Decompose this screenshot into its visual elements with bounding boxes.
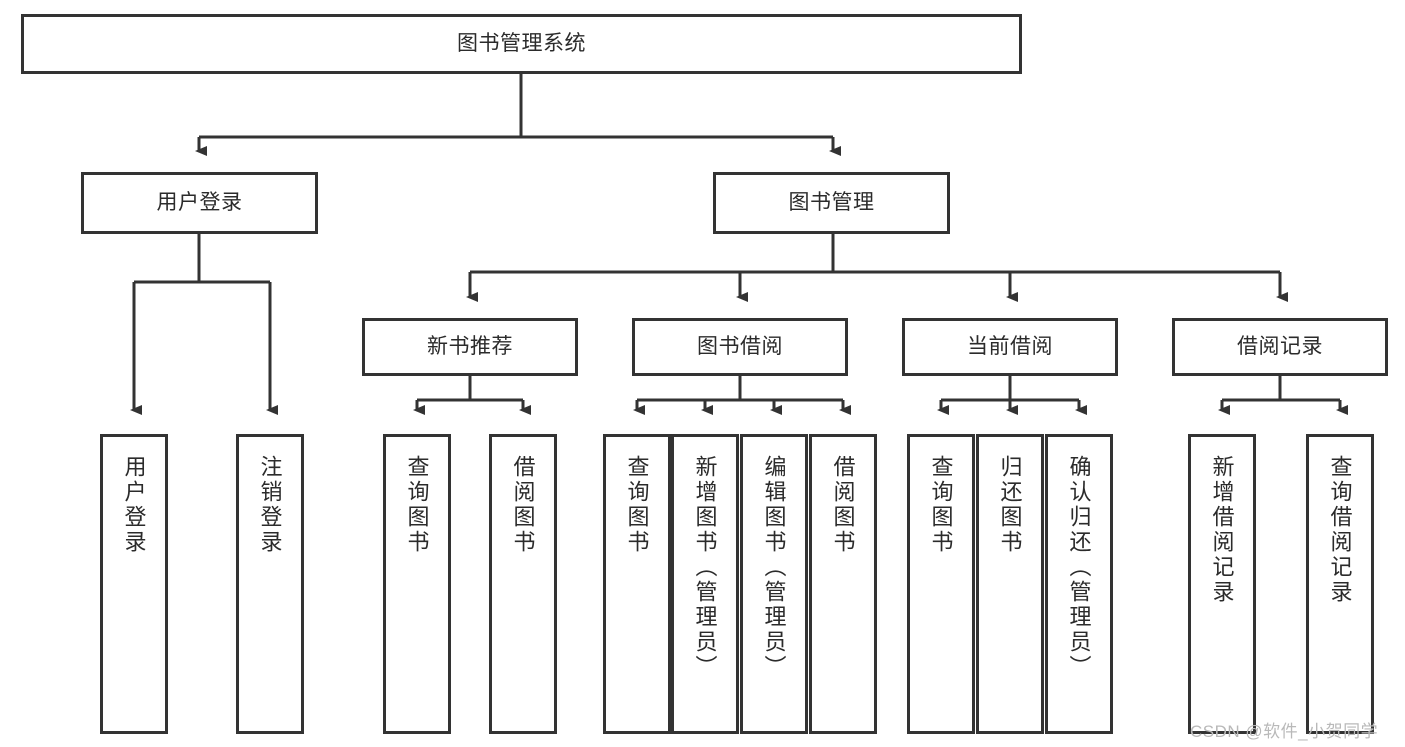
node-new-book-recommend[interactable]: 新书推荐 bbox=[362, 318, 578, 376]
leaf-label: 编辑图书（管理员） bbox=[761, 455, 787, 680]
node-new-book-recommend-label: 新书推荐 bbox=[427, 334, 513, 358]
node-root[interactable]: 图书管理系统 bbox=[21, 14, 1022, 74]
leaf-label: 确认归还（管理员） bbox=[1066, 455, 1092, 680]
leaf-label: 新增图书（管理员） bbox=[692, 455, 718, 680]
node-book-management[interactable]: 图书管理 bbox=[713, 172, 950, 234]
leaf-label: 查询图书 bbox=[404, 455, 430, 555]
leaf-label: 借阅图书 bbox=[830, 455, 856, 555]
leaf-label: 注销登录 bbox=[257, 455, 283, 555]
leaf-label: 归还图书 bbox=[997, 455, 1023, 555]
node-current-borrow[interactable]: 当前借阅 bbox=[902, 318, 1118, 376]
leaf-current-confirm-return[interactable]: 确认归还（管理员） bbox=[1045, 434, 1113, 734]
leaf-label: 用户登录 bbox=[121, 455, 147, 555]
leaf-current-return-book[interactable]: 归还图书 bbox=[976, 434, 1044, 734]
leaf-label: 借阅图书 bbox=[510, 455, 536, 555]
node-book-borrow[interactable]: 图书借阅 bbox=[632, 318, 848, 376]
csdn-watermark: CSDN @软件_小贺同学 bbox=[1190, 722, 1379, 741]
leaf-record-add-record[interactable]: 新增借阅记录 bbox=[1188, 434, 1256, 734]
leaf-borrow-borrow-book[interactable]: 借阅图书 bbox=[809, 434, 877, 734]
node-borrow-record[interactable]: 借阅记录 bbox=[1172, 318, 1388, 376]
leaf-label: 查询借阅记录 bbox=[1327, 455, 1353, 605]
node-current-borrow-label: 当前借阅 bbox=[967, 334, 1053, 358]
leaf-borrow-edit-book[interactable]: 编辑图书（管理员） bbox=[740, 434, 808, 734]
node-book-borrow-label: 图书借阅 bbox=[697, 334, 783, 358]
leaf-label: 新增借阅记录 bbox=[1209, 455, 1235, 605]
leaf-user-login-login[interactable]: 用户登录 bbox=[100, 434, 168, 734]
leaf-borrow-query-book[interactable]: 查询图书 bbox=[603, 434, 671, 734]
leaf-user-login-logout[interactable]: 注销登录 bbox=[236, 434, 304, 734]
leaf-borrow-add-book[interactable]: 新增图书（管理员） bbox=[671, 434, 739, 734]
node-book-management-label: 图书管理 bbox=[788, 190, 875, 214]
node-user-login-label: 用户登录 bbox=[156, 190, 243, 214]
leaf-newbook-query-book[interactable]: 查询图书 bbox=[383, 434, 451, 734]
node-borrow-record-label: 借阅记录 bbox=[1237, 334, 1323, 358]
leaf-label: 查询图书 bbox=[624, 455, 650, 555]
leaf-record-query-record[interactable]: 查询借阅记录 bbox=[1306, 434, 1374, 734]
leaf-newbook-borrow-book[interactable]: 借阅图书 bbox=[489, 434, 557, 734]
node-user-login[interactable]: 用户登录 bbox=[81, 172, 318, 234]
leaf-label: 查询图书 bbox=[928, 455, 954, 555]
leaf-current-query-book[interactable]: 查询图书 bbox=[907, 434, 975, 734]
node-root-label: 图书管理系统 bbox=[457, 31, 586, 55]
